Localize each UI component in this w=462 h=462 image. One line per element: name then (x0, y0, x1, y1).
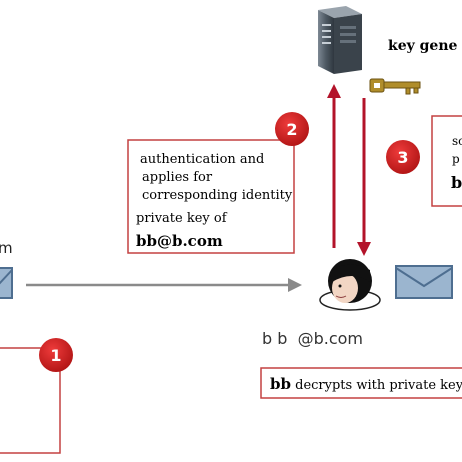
step2-number: 2 (286, 120, 297, 139)
server-icon (318, 6, 362, 74)
server-label: key gene (388, 38, 457, 54)
step3-text-line1: sc (452, 134, 462, 148)
step2-email: bb@b.com (136, 232, 223, 250)
receiver-email: b b @b.com (262, 329, 363, 348)
step3-badge: 3 (386, 140, 420, 174)
step3-text-line3: b (451, 173, 462, 192)
sender-envelope-icon (0, 267, 13, 299)
step3-number: 3 (397, 148, 408, 167)
receiver-envelope-icon (395, 265, 453, 299)
step2-text-line3: corresponding identity (142, 188, 293, 203)
step2-badge: 2 (275, 112, 309, 146)
step2-text-line4: private key of (136, 211, 228, 226)
step2-text-line1: authentication and (140, 152, 264, 167)
sender-email-fragment: m (0, 239, 13, 257)
step1-badge: 1 (39, 338, 73, 372)
response-arrow-down (357, 98, 371, 256)
decrypt-text: bb decrypts with private key (270, 375, 462, 393)
decrypt-user: bb (270, 375, 291, 393)
receiver-avatar (319, 259, 381, 311)
step2-box (127, 139, 295, 254)
step3-text-line2: p (452, 152, 460, 166)
decrypt-box (260, 367, 462, 399)
step2-text-line2: applies for (142, 170, 213, 185)
step3-box (431, 115, 462, 207)
step1-number: 1 (50, 346, 61, 365)
message-arrow (26, 278, 302, 292)
key-icon (369, 78, 421, 95)
request-arrow-up (327, 84, 341, 248)
decrypt-description: decrypts with private key (291, 378, 462, 393)
